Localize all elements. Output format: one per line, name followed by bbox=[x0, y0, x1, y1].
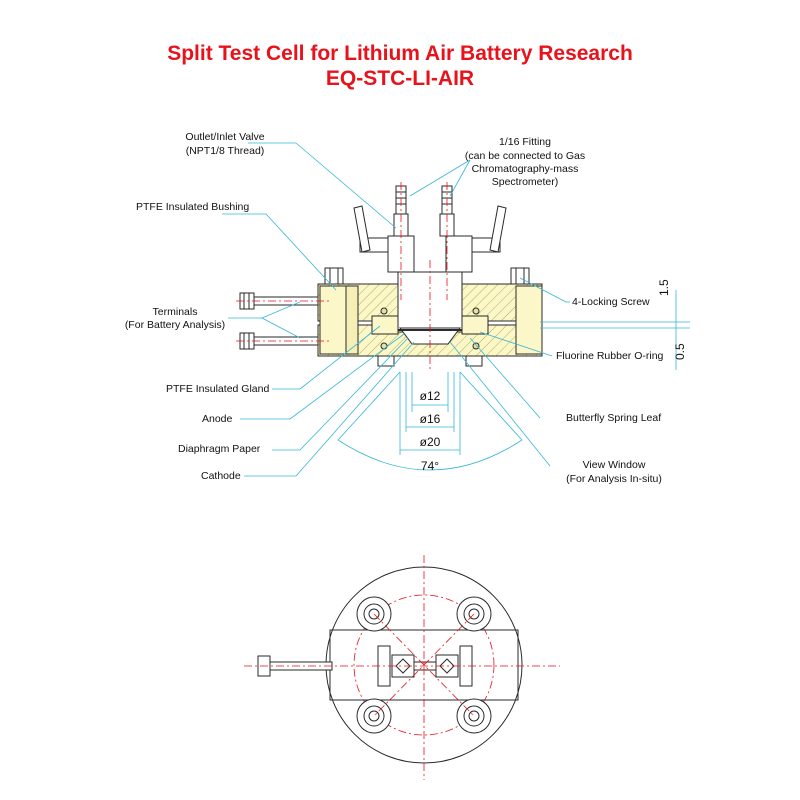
leader-lines bbox=[222, 142, 570, 477]
label-fluorine-rubber-oring: Fluorine Rubber O-ring bbox=[556, 350, 664, 362]
label-fitting-note-2: Chromatography-mass bbox=[471, 163, 579, 175]
label-terminals: Terminals bbox=[152, 306, 198, 318]
label-outlet-inlet-valve-thread: (NPT1/8 Thread) bbox=[185, 145, 265, 157]
dimension-diameter-12: ø12 bbox=[419, 389, 441, 403]
label-outlet-inlet-valve: Outlet/Inlet Valve bbox=[185, 131, 265, 143]
label-view-window-note: (For Analysis In-situ) bbox=[566, 473, 662, 485]
label-terminals-note: (For Battery Analysis) bbox=[124, 319, 226, 331]
label-view-window: View Window bbox=[582, 459, 646, 471]
diagram-model-number: EQ-STC-LI-AIR bbox=[325, 67, 475, 90]
label-diaphragm-paper: Diaphragm Paper bbox=[178, 443, 261, 455]
dimension-0-5: 0.5 bbox=[673, 343, 687, 360]
dimension-diameter-20: ø20 bbox=[419, 435, 441, 449]
label-locking-screw: 4-Locking Screw bbox=[572, 296, 650, 308]
label-butterfly-spring-leaf: Butterfly Spring Leaf bbox=[566, 412, 662, 424]
dimension-angle: 74° bbox=[420, 459, 440, 473]
top-view bbox=[257, 566, 523, 764]
ptfe-gland bbox=[371, 315, 399, 335]
ptfe-bushing-left bbox=[319, 285, 347, 355]
dimension-diameter-16: ø16 bbox=[419, 412, 441, 426]
label-anode: Anode bbox=[202, 413, 233, 425]
side-view bbox=[239, 185, 543, 367]
label-fitting: 1/16 Fitting bbox=[499, 136, 551, 148]
label-ptfe-insulated-bushing: PTFE Insulated Bushing bbox=[136, 201, 250, 213]
outlet-inlet-valve-right bbox=[439, 185, 507, 273]
label-ptfe-insulated-gland: PTFE Insulated Gland bbox=[166, 383, 270, 395]
label-fitting-note-3: Spectrometer) bbox=[491, 176, 559, 188]
locking-screw-head bbox=[324, 267, 344, 285]
outlet-inlet-valve-left bbox=[353, 185, 415, 273]
label-fitting-note-1: (can be connected to Gas bbox=[464, 150, 586, 162]
diagram-title: Split Test Cell for Lithium Air Battery … bbox=[167, 42, 633, 65]
label-cathode: Cathode bbox=[201, 470, 241, 482]
ptfe-bushing-right bbox=[515, 285, 543, 355]
dimension-1-5: 1.5 bbox=[657, 279, 671, 296]
